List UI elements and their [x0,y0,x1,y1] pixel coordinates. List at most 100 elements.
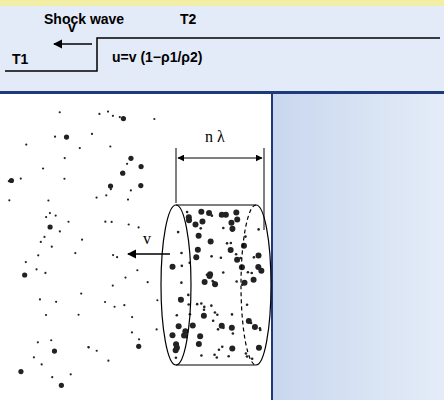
particle [98,113,100,115]
particle [138,226,140,228]
particle [51,376,53,378]
particle [87,346,89,348]
particle [186,217,192,223]
particle [156,328,158,330]
particle [173,341,179,347]
particle [256,345,262,351]
particle [213,353,216,356]
particle [253,256,256,259]
velocity-label: v [143,230,151,248]
particle [59,383,64,388]
particle [127,198,129,200]
particle [210,304,213,307]
particle [37,254,39,256]
particle [180,252,183,255]
particle [50,339,52,341]
particle [18,369,23,374]
particle [147,281,149,283]
particle [247,271,250,274]
region-label: T1 [12,52,28,67]
particle [95,197,97,199]
particle [218,348,221,351]
particle [187,303,190,306]
particle [25,143,27,145]
particle [112,254,114,256]
particle [59,111,61,113]
particle [215,356,218,359]
dimension-label: n λ [205,128,225,146]
particle [96,350,98,352]
particle [47,199,49,201]
particle [199,227,202,230]
particle [200,302,203,305]
particle [212,319,215,322]
particle [22,272,27,277]
particle [222,227,225,230]
particle [195,247,201,253]
particle [49,212,51,214]
particle [138,164,143,169]
particle [190,323,196,329]
particle [229,325,235,331]
particle [220,256,223,259]
particle [197,333,203,339]
velocity-arrow [128,253,170,254]
velocity-arrow [54,43,92,44]
particle [178,297,184,303]
particle [153,118,155,120]
particle [170,264,176,270]
particle [216,313,219,316]
particle [128,223,130,225]
particle [44,272,46,274]
particle [104,301,106,303]
particle [88,346,90,348]
title-label: Shock wave [44,12,124,27]
particle [255,264,261,270]
particle [203,308,206,311]
particle [25,261,27,263]
particle [54,136,56,138]
particle [234,257,240,263]
particle [235,280,238,283]
region-label: T2 [180,12,196,27]
particle [77,314,79,316]
particle [200,354,203,357]
particle [199,218,205,224]
particle [221,345,224,348]
particle [67,221,69,223]
particle [234,216,240,222]
particle [138,183,143,188]
particle [203,306,206,309]
particle [217,328,220,331]
particle [211,214,214,217]
particle [112,284,114,286]
particle [176,323,182,329]
particle [219,212,225,218]
particle [186,211,189,214]
particle [177,231,180,234]
particle [124,276,126,278]
particle [116,256,118,258]
particle [33,356,35,358]
particle [180,281,183,284]
particle [131,316,133,318]
particle [232,332,235,335]
particle [55,214,57,216]
particle [196,343,199,346]
particle [196,341,202,347]
particle [136,269,138,271]
particle [47,224,52,229]
particle [45,216,47,218]
particle [52,348,57,353]
particle [246,318,252,324]
particle [231,313,234,316]
particle [229,226,235,232]
particle [245,352,248,355]
particle [259,327,262,330]
particle [251,357,254,360]
dimension-lines [176,148,271,280]
particle [91,133,93,135]
particle [136,344,141,349]
particle [173,347,179,353]
divider [0,91,444,94]
